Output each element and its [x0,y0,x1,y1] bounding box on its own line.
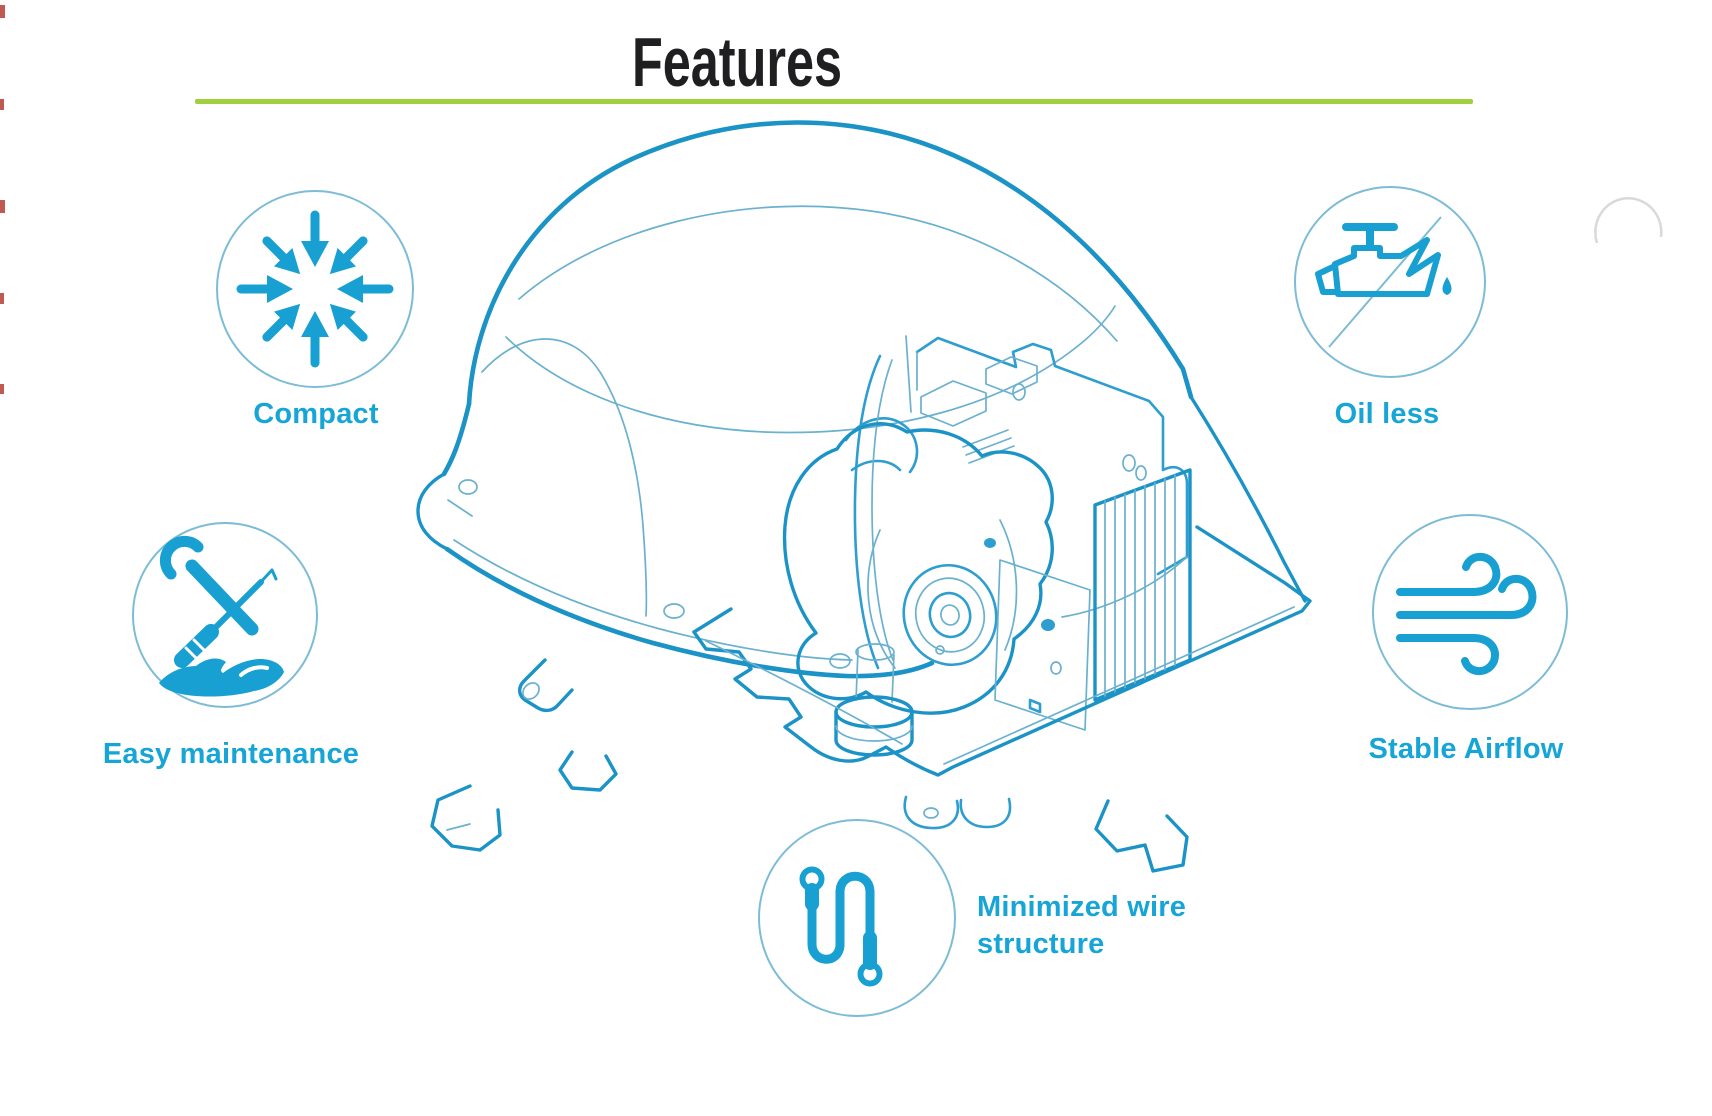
icon-circle [758,819,956,1017]
wind-icon [1372,514,1568,710]
title-underline [195,99,1473,104]
arrows-inward-icon [216,190,414,388]
base-plate [692,525,1312,873]
screwdriver-glyph [174,568,278,668]
icon-circle [1372,514,1568,710]
diaphragm-rings [902,563,998,667]
wire-icon [758,819,956,1017]
oil-can-glyph [1315,223,1452,297]
feature-label-line2: structure [977,928,1105,960]
oil-drop [1442,277,1452,295]
wire-with-terminals [799,866,883,987]
blower-base-flange [416,472,935,852]
icon-circle [216,190,414,388]
icon-circle [132,522,318,708]
feature-label-line1: Minimized wire [977,891,1187,923]
pump-mechanism [782,335,1192,757]
feature-label-minimized-wire: Minimized wire structure [977,889,1277,963]
scan-artifact-arc [1594,197,1663,244]
feature-label-oil-less: Oil less [1334,398,1440,430]
no-oil-can-icon [1294,186,1486,378]
blower-dome-cover [441,120,1194,617]
feature-label-compact: Compact [253,398,379,430]
open-hand-glyph [159,658,284,697]
coil-fin-stack [1093,468,1192,702]
feature-label-easy-maintenance: Easy maintenance [102,738,360,770]
icon-circle [1294,186,1486,378]
wind-gusts [1396,552,1537,676]
page-title: Features [631,23,843,101]
wrench-glyph [159,535,259,636]
tools-over-hand-icon [132,522,318,708]
prohibition-slash [1328,216,1442,348]
inward-arrows [236,210,394,368]
scan-edge-marks [0,5,5,394]
feature-label-stable-airflow: Stable Airflow [1368,733,1564,765]
cover-right-edge [1189,395,1307,603]
